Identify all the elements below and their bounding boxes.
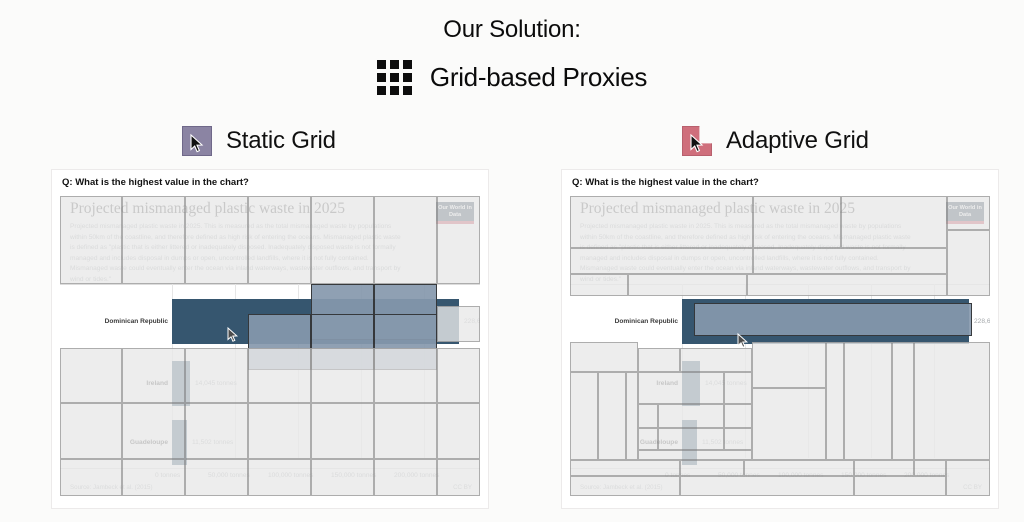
page-title: Our Solution: <box>443 16 581 43</box>
static-grid-caption: Static Grid <box>182 126 336 156</box>
bar-dominican-republic[interactable] <box>172 299 459 344</box>
adaptive-grid-panel: Q: What is the highest value in the char… <box>562 170 998 508</box>
static-grid-swatch-icon <box>182 126 212 156</box>
bar-guadeloupe[interactable] <box>172 420 187 465</box>
static-grid-panel: Q: What is the highest value in the char… <box>52 170 488 508</box>
bar-label-dominican-republic: Dominican Republic <box>614 318 678 325</box>
question-text: Q: What is the highest value in the char… <box>62 177 249 188</box>
axis-tick-3: 150,000 tonnes <box>841 472 887 479</box>
bar-value-dominican-republic: 228,671 tonnes <box>464 318 480 325</box>
solution-heading-label: Grid-based Proxies <box>429 62 648 92</box>
axis-tick-2: 100,000 tonnes <box>778 472 824 479</box>
bar-label-dominican-republic: Dominican Republic <box>104 318 168 325</box>
owid-logo: Our World in Data <box>946 202 984 224</box>
chart-adaptive[interactable]: Projected mismanaged plastic waste in 20… <box>570 196 990 496</box>
chart-license: CC BY <box>963 484 982 491</box>
solution-heading-row: Grid-based Proxies <box>0 60 1024 95</box>
axis-tick-0: 0 tonnes <box>155 472 181 479</box>
chart-static[interactable]: Projected mismanaged plastic waste in 20… <box>60 196 480 496</box>
owid-logo: Our World in Data <box>436 202 474 224</box>
bar-ireland[interactable] <box>682 361 700 406</box>
bar-value-ireland: 14,045 tonnes <box>705 380 747 387</box>
axis-tick-4: 200,000 tonnes <box>904 472 950 479</box>
bar-label-guadeloupe: Guadeloupe <box>129 439 168 446</box>
adaptive-grid-label: Adaptive Grid <box>726 127 869 154</box>
adaptive-grid-swatch-icon <box>682 126 712 156</box>
axis-tick-1: 50,000 tonnes <box>208 472 250 479</box>
bar-label-ireland: Ireland <box>146 380 168 387</box>
chart-subtitle: Projected mismanaged plastic waste in 20… <box>580 223 911 283</box>
bar-ireland[interactable] <box>172 361 190 406</box>
axis-tick-3: 150,000 tonnes <box>331 472 377 479</box>
chart-title: Projected mismanaged plastic waste in 20… <box>70 200 346 217</box>
chart-source: Source: Jambeck et al. (2015) <box>70 484 153 491</box>
axis-tick-0: 0 tonnes <box>665 472 691 479</box>
bar-value-guadeloupe: 11,502 tonnes <box>702 439 744 446</box>
chart-source: Source: Jambeck et al. (2015) <box>580 484 663 491</box>
bar-value-guadeloupe: 11,502 tonnes <box>192 439 234 446</box>
grid-3x3-icon <box>376 60 412 95</box>
bar-value-dominican-republic: 228,671 tonnes <box>974 318 990 325</box>
adaptive-grid-caption: Adaptive Grid <box>682 126 869 156</box>
chart-license: CC BY <box>453 484 472 491</box>
chart-title: Projected mismanaged plastic waste in 20… <box>580 200 856 217</box>
bar-label-guadeloupe: Guadeloupe <box>639 439 678 446</box>
question-text: Q: What is the highest value in the char… <box>572 177 759 188</box>
bar-label-ireland: Ireland <box>656 380 678 387</box>
axis-tick-1: 50,000 tonnes <box>718 472 760 479</box>
bar-guadeloupe[interactable] <box>682 420 697 465</box>
bar-value-ireland: 14,045 tonnes <box>195 380 237 387</box>
static-grid-label: Static Grid <box>226 127 336 154</box>
axis-tick-2: 100,000 tonnes <box>268 472 314 479</box>
chart-subtitle: Projected mismanaged plastic waste in 20… <box>70 223 401 283</box>
axis-tick-4: 200,000 tonnes <box>394 472 440 479</box>
bar-dominican-republic[interactable] <box>682 299 969 344</box>
